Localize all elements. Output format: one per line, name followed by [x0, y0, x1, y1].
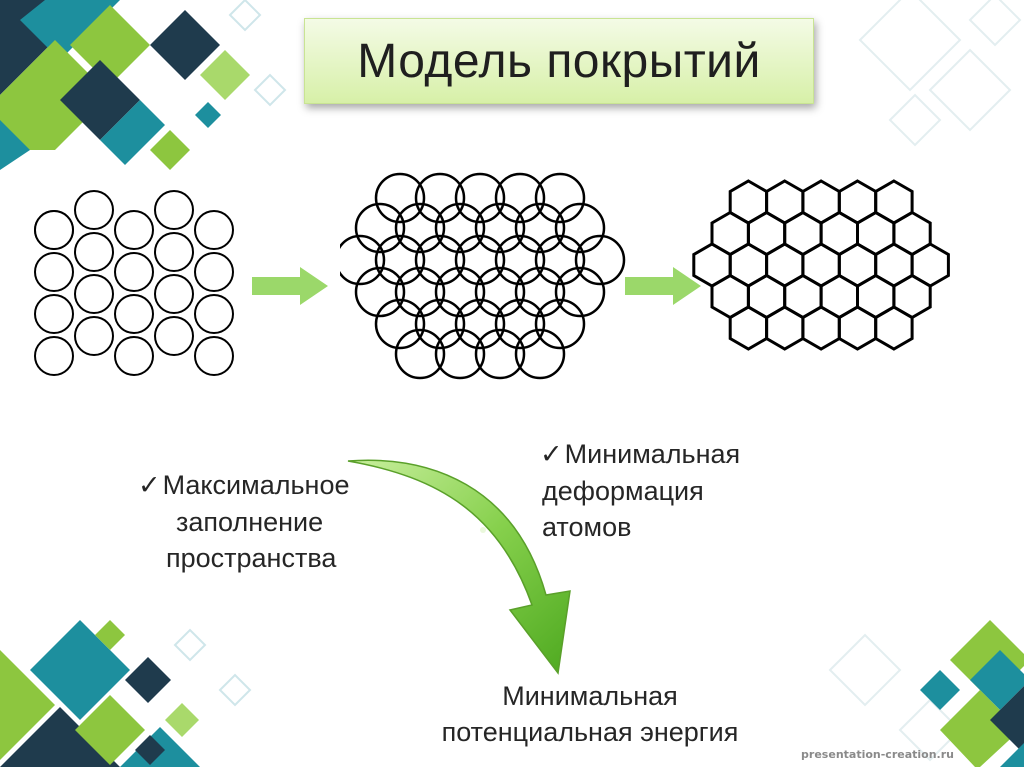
- top-left-decoration: [0, 0, 300, 170]
- watermark: presentation-creation.ru: [801, 748, 954, 761]
- atom-circle: [195, 253, 233, 291]
- atom-circle: [115, 295, 153, 333]
- top-right-decoration: [820, 0, 1024, 170]
- caption-min-deform: ✓Минимальная деформация атомов: [540, 436, 740, 545]
- bottom-right-decoration: [800, 620, 1024, 767]
- caption-line: Минимальная: [380, 678, 800, 714]
- atom-circle: [195, 211, 233, 249]
- checkmark-icon: ✓: [138, 470, 161, 501]
- bottom-left-decoration: [0, 610, 300, 767]
- atom-circle: [35, 295, 73, 333]
- hexagon-cell: [876, 307, 912, 349]
- hexagon-cell: [839, 307, 875, 349]
- atom-circle: [35, 253, 73, 291]
- caption-line: атомов: [542, 512, 631, 542]
- atom-circle: [75, 191, 113, 229]
- hexagon-cell: [803, 307, 839, 349]
- caption-line: Максимальное: [163, 470, 350, 500]
- hexagon-cell: [767, 307, 803, 349]
- atom-circle: [155, 317, 193, 355]
- caption-line: заполнение: [176, 507, 323, 537]
- caption-line: деформация: [542, 476, 704, 506]
- caption-max-fill: ✓Максимальное заполнение пространства: [138, 467, 349, 576]
- atom-circle: [75, 317, 113, 355]
- atom-circle: [115, 253, 153, 291]
- atom-circle: [155, 275, 193, 313]
- atom-circle: [35, 211, 73, 249]
- atom-circle: [75, 275, 113, 313]
- atom-circle: [155, 191, 193, 229]
- atom-circle: [155, 233, 193, 271]
- hexagon-cell: [730, 307, 766, 349]
- atom-circle: [115, 211, 153, 249]
- honeycomb-diagram: [692, 172, 1002, 382]
- checkmark-icon: ✓: [540, 439, 563, 470]
- atom-circle: [195, 337, 233, 375]
- atom-circle: [35, 337, 73, 375]
- title-box: Модель покрытий: [304, 18, 814, 104]
- caption-min-energy: Минимальная потенциальная энергия: [380, 678, 800, 750]
- atom-circle: [75, 233, 113, 271]
- overlapping-circles-diagram: [340, 168, 640, 380]
- atom-circle: [115, 337, 153, 375]
- loose-circles-diagram: [34, 186, 256, 386]
- caption-line: пространства: [166, 543, 336, 573]
- atom-circle: [195, 295, 233, 333]
- slide-title: Модель покрытий: [357, 34, 761, 89]
- caption-line: Минимальная: [565, 439, 741, 469]
- right-arrow-icon: [252, 265, 332, 309]
- caption-line: потенциальная энергия: [380, 714, 800, 750]
